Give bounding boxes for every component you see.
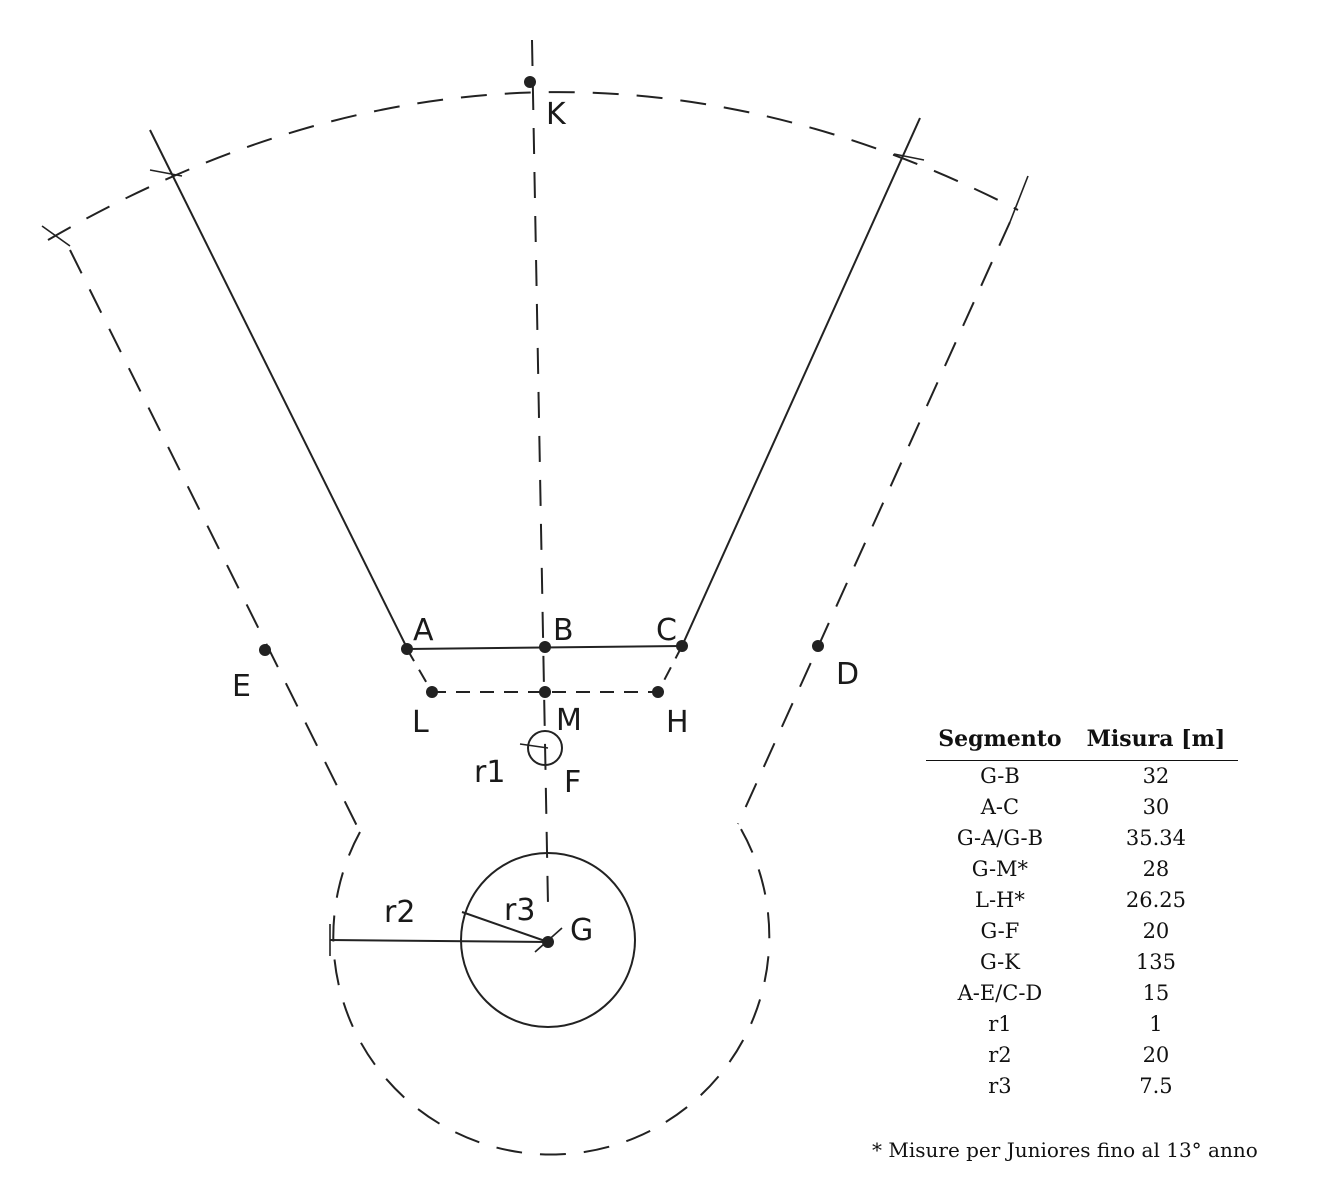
header-segmento: Segmento <box>926 724 1074 761</box>
circle-f <box>527 730 563 766</box>
label-e: E <box>232 669 251 704</box>
r1-arrow <box>519 743 549 749</box>
label-r3: r3 <box>504 893 535 928</box>
line-ch <box>657 645 683 693</box>
header-misura: Misura [m] <box>1073 724 1238 761</box>
center-line <box>531 39 549 906</box>
label-g: G <box>570 913 593 948</box>
point-d <box>812 640 824 652</box>
table-row: G-M*28 <box>971 857 1170 881</box>
sector-cross-right <box>893 153 925 161</box>
r2-line <box>329 939 549 943</box>
label-m: M <box>556 703 582 738</box>
point-e <box>259 644 271 656</box>
footnote: * Misure per Juniores fino al 13° anno <box>872 1138 1258 1162</box>
arc-tick-right <box>1009 175 1029 223</box>
label-h: H <box>666 705 689 740</box>
boundary-line-right <box>737 221 1011 825</box>
line-al <box>406 648 433 693</box>
label-k: K <box>546 97 567 132</box>
outer-arc <box>47 91 1019 241</box>
sector-cross-left <box>149 169 183 177</box>
table-row: L-H*26.25 <box>975 888 1186 912</box>
point-c <box>676 640 688 652</box>
label-r2: r2 <box>384 895 415 930</box>
label-a: A <box>413 613 434 648</box>
label-b: B <box>553 613 574 648</box>
label-l: L <box>412 705 429 740</box>
throwing-circle <box>460 852 636 1028</box>
point-l <box>426 686 438 698</box>
point-b <box>539 641 551 653</box>
point-g <box>542 936 554 948</box>
boundary-line-left <box>69 249 361 833</box>
sector-line-left <box>149 129 408 649</box>
label-f: F <box>564 765 581 800</box>
arc-tick-left <box>41 225 71 247</box>
label-d: D <box>836 657 859 692</box>
label-r1: r1 <box>474 755 505 790</box>
point-k <box>524 76 536 88</box>
point-h <box>652 686 664 698</box>
point-a <box>401 643 413 655</box>
label-c: C <box>656 613 677 648</box>
r3-line <box>461 911 549 943</box>
outer-circle <box>332 823 771 1156</box>
point-m <box>539 686 551 698</box>
sector-line-right <box>681 117 921 647</box>
